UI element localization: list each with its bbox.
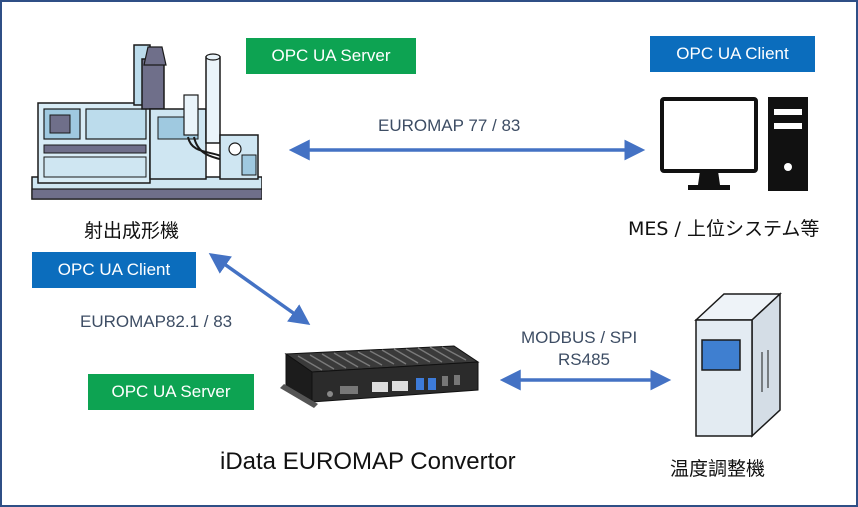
mes-client-badge: OPC UA Client	[650, 36, 815, 72]
mes-caption: MES / 上位システム等	[628, 218, 820, 240]
temperature-controller-icon	[694, 292, 782, 438]
converter-server-badge: OPC UA Server	[88, 374, 254, 410]
machine-converter-arrow	[208, 252, 311, 326]
machine-mes-protocol-label: EUROMAP 77 / 83	[378, 116, 521, 135]
converter-caption: iData EUROMAP Convertor	[220, 448, 516, 475]
injection-molding-machine-icon	[31, 44, 262, 200]
machine-client-badge: OPC UA Client	[32, 252, 196, 288]
machine-server-badge: OPC UA Server	[246, 38, 416, 74]
converter-device-icon	[280, 345, 480, 408]
machine-converter-protocol-label: EUROMAP82.1 / 83	[80, 312, 233, 331]
converter-temp-protocol-label-1: MODBUS / SPI	[521, 328, 638, 347]
temp-controller-caption: 温度調整機	[670, 458, 766, 480]
molding-machine-caption: 射出成形機	[84, 220, 180, 242]
converter-temp-protocol-label-2: RS485	[558, 350, 610, 369]
computer-icon	[660, 97, 808, 191]
